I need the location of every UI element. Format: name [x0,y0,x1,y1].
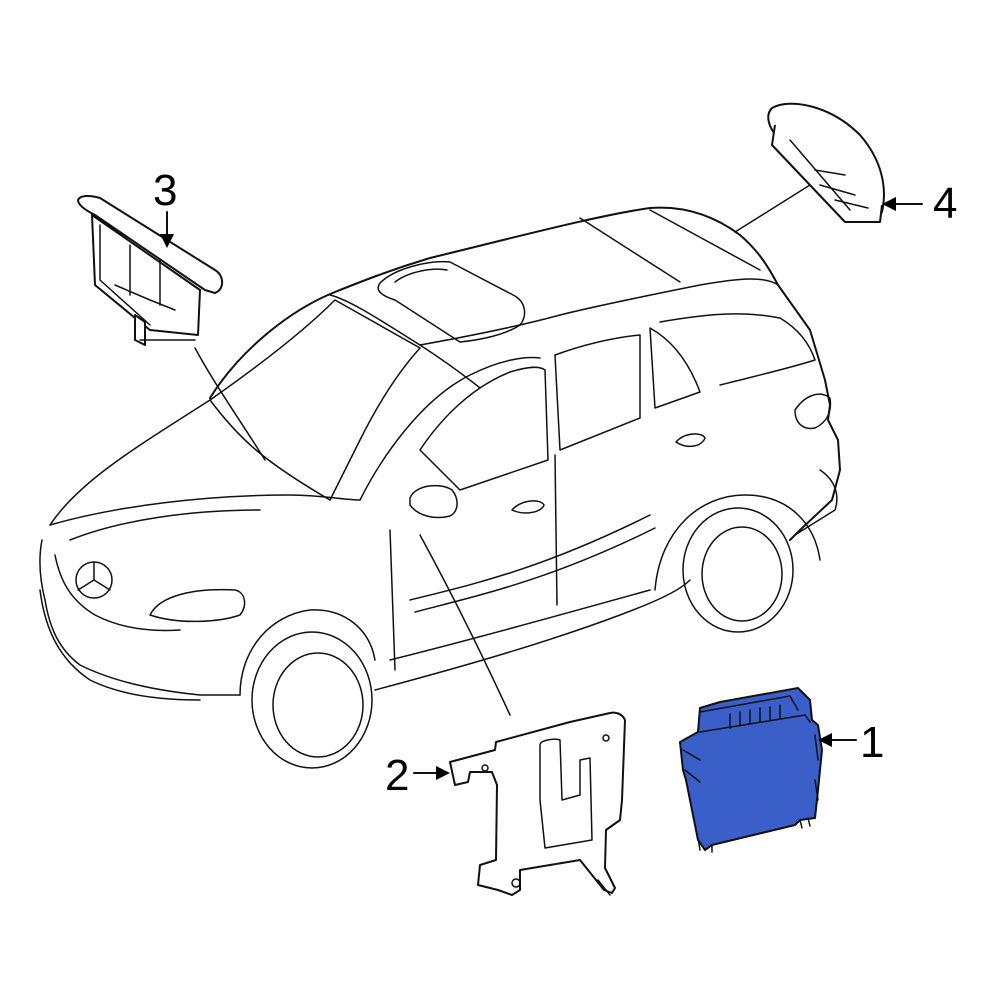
arrow-right-icon [436,766,450,780]
part-2-bracket [449,711,626,896]
callout-3: 3 [153,166,177,248]
arrow-left-icon [882,197,896,211]
callout-number-1: 1 [860,718,884,767]
leader-line-part-4 [734,184,811,233]
leader-line-part-2 [419,534,511,716]
arrow-down-icon [160,234,174,248]
part-4-lamp [767,102,885,223]
part-3-module [77,194,224,346]
callout-2: 2 [385,751,450,800]
arrow-left-icon [818,733,832,747]
leader-line-part-3 [194,347,266,461]
callout-1: 1 [818,718,884,767]
suv-vehicle-outline [39,206,841,769]
callout-number-3: 3 [153,166,177,215]
leader-lines [194,184,811,716]
callout-4: 4 [882,179,957,228]
callout-number-4: 4 [933,179,957,228]
callout-number-2: 2 [385,751,409,800]
part-1-control-unit [679,687,823,853]
